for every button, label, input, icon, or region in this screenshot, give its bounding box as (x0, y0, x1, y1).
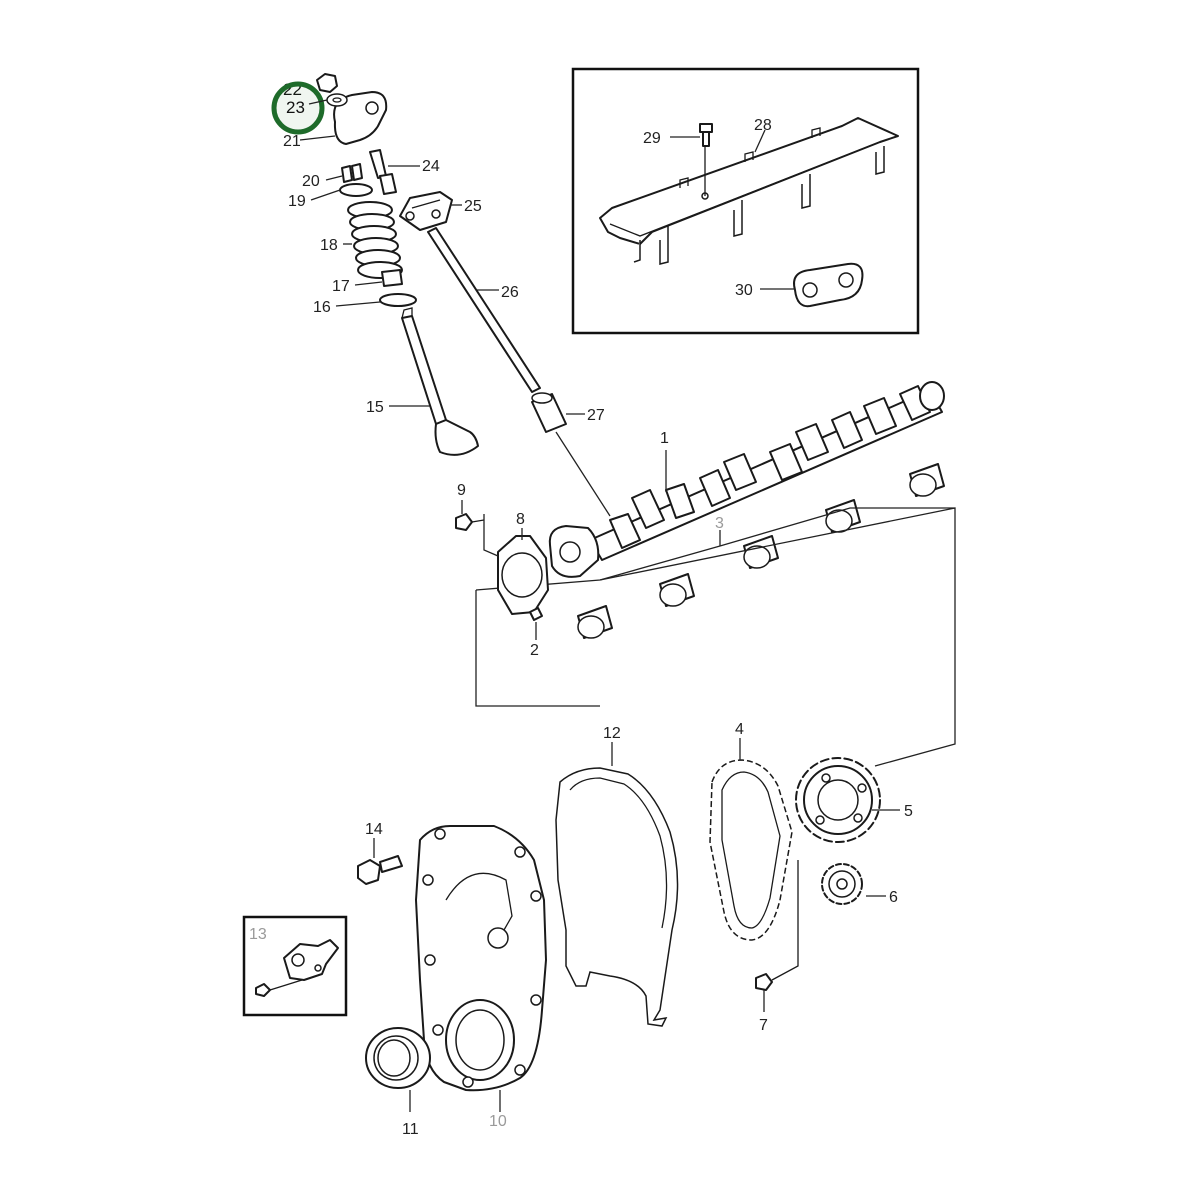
cam-sensor-part[interactable] (283, 939, 339, 981)
callout-6[interactable]: 6 (889, 889, 898, 906)
pushrod-guide-part[interactable] (399, 191, 453, 231)
inset-box-baffle: 29 28 30 (571, 67, 920, 335)
thrust-plate-group: 9 8 2 (455, 482, 549, 659)
callout-30[interactable]: 30 (735, 282, 753, 299)
timing-cover-group: 10 11 14 (357, 821, 547, 1138)
callout-4[interactable]: 4 (735, 721, 744, 738)
timing-drive-group: 12 4 5 6 (555, 721, 913, 1034)
camshaft-group: 3 1 (475, 381, 956, 767)
valve-keeper-part[interactable] (341, 163, 363, 183)
timing-cover-part[interactable] (415, 825, 547, 1092)
callout-2[interactable]: 2 (530, 642, 539, 659)
inset-frame (571, 67, 920, 335)
callout-20[interactable]: 20 (302, 173, 320, 190)
callout-17[interactable]: 17 (332, 278, 350, 295)
timing-cover-gasket-part[interactable] (555, 767, 679, 1027)
callout-12[interactable]: 12 (603, 725, 621, 742)
callout-5[interactable]: 5 (904, 803, 913, 820)
callout-24[interactable]: 24 (422, 158, 440, 175)
valve-train-callouts: 21 20 19 18 17 16 15 24 25 26 27 (283, 133, 605, 424)
dowel-pin-part[interactable] (529, 607, 543, 621)
camshaft-part[interactable] (548, 381, 945, 578)
highlighted-callout-group: 22 23 (271, 80, 328, 135)
callout-11[interactable]: 11 (402, 1121, 419, 1138)
callout-3[interactable]: 3 (715, 515, 724, 532)
callout-25[interactable]: 25 (464, 198, 482, 215)
callout-10[interactable]: 10 (489, 1113, 507, 1130)
callout-9[interactable]: 9 (457, 482, 466, 499)
callout-26[interactable]: 26 (501, 284, 519, 301)
valve-part[interactable] (401, 307, 479, 456)
callout-23[interactable]: 23 (286, 98, 305, 117)
sprocket-bolt-part[interactable] (755, 860, 799, 991)
oil-baffle-part[interactable] (599, 117, 899, 265)
valve-train-group (316, 73, 611, 517)
rocker-washer-part[interactable] (326, 93, 348, 107)
callout-1[interactable]: 1 (660, 430, 669, 447)
baffle-bolt-part[interactable] (699, 123, 713, 196)
cover-bolt-part[interactable] (357, 855, 403, 885)
rocker-nut-part[interactable] (316, 73, 338, 93)
timing-chain-part[interactable] (709, 759, 793, 941)
thrust-plate-part[interactable] (497, 535, 549, 615)
callout-15[interactable]: 15 (366, 399, 384, 416)
callout-8[interactable]: 8 (516, 511, 525, 528)
callout-19[interactable]: 19 (288, 193, 306, 210)
inset-box-sensor: 13 (242, 915, 348, 1017)
callout-14[interactable]: 14 (365, 821, 383, 838)
spring-seat-part[interactable] (379, 293, 417, 307)
thrust-plate-bolt-part[interactable] (455, 513, 485, 531)
valve-spring-part[interactable] (347, 201, 403, 279)
callout-21[interactable]: 21 (283, 133, 301, 150)
sensor-inset-frame (242, 915, 348, 1017)
crank-sprocket-part[interactable] (821, 863, 863, 905)
callout-16[interactable]: 16 (313, 299, 331, 316)
callout-27[interactable]: 27 (587, 407, 605, 424)
callout-29[interactable]: 29 (643, 130, 661, 147)
callout-18[interactable]: 18 (320, 237, 338, 254)
adjusting-screw-part[interactable] (369, 149, 397, 195)
callout-13[interactable]: 13 (249, 926, 267, 943)
sensor-bolt-part[interactable] (255, 979, 303, 997)
cam-sprocket-part[interactable] (795, 757, 881, 843)
highlight-ring (271, 81, 325, 135)
baffle-washer-part[interactable] (793, 262, 864, 308)
crank-seal-part[interactable] (365, 1027, 431, 1089)
valve-seal-part[interactable] (381, 269, 403, 287)
spring-retainer-part[interactable] (339, 183, 373, 197)
callout-7[interactable]: 7 (759, 1017, 768, 1034)
pushrod-part[interactable] (427, 227, 541, 393)
callout-28[interactable]: 28 (754, 117, 772, 134)
tappet-part[interactable] (531, 392, 567, 433)
